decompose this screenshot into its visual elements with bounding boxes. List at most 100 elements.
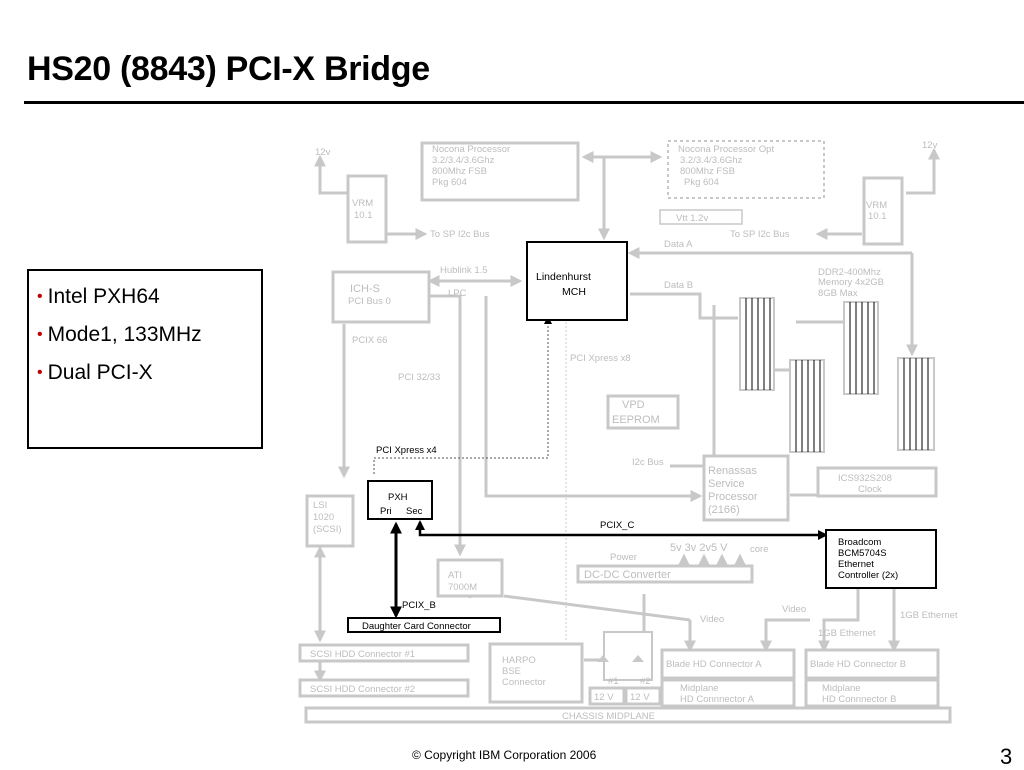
svg-text:ICS932S208: ICS932S208 (838, 473, 892, 484)
svg-text:PCI Bus 0: PCI Bus 0 (348, 296, 391, 307)
midplane-hd-connector-b: Midplane HD Connnector B (804, 678, 940, 708)
svg-text:VRM: VRM (866, 200, 887, 211)
pcie-x4-label: PCI Xpress x4 (376, 445, 437, 456)
lpc-label: LPC (448, 288, 467, 299)
slide-title: HS20 (8843) PCI-X Bridge (27, 50, 430, 88)
vtt-box: Vtt 1.2v (659, 209, 743, 225)
svg-text:Broadcom: Broadcom (838, 537, 881, 548)
svg-text:(2166): (2166) (708, 504, 740, 516)
i2c-bus-label: I2c Bus (632, 457, 664, 468)
svg-text:Processor: Processor (708, 491, 758, 503)
pcix-b-label: PCIX_B (402, 600, 436, 611)
svg-text:SCSI HDD Connector #1: SCSI HDD Connector #1 (310, 649, 415, 660)
scsi-hdd-connector-1: SCSI HDD Connector #1 (298, 643, 470, 663)
bullet-item: •Intel PXH64 (37, 285, 160, 308)
bullet-item: •Dual PCI-X (37, 361, 153, 384)
svg-text:Renassas: Renassas (708, 465, 757, 477)
svg-text:DC-DC Converter: DC-DC Converter (584, 569, 671, 581)
blade-hd-connector-a: Blade HD Connector A (660, 648, 796, 680)
svg-text:BCM5704S: BCM5704S (838, 548, 887, 559)
svg-text:3.2/3.4/3.6Ghz: 3.2/3.4/3.6Ghz (680, 155, 743, 166)
lindenhurst-mch-box: Lindenhurst MCH (526, 241, 628, 321)
blade-hd-connector-b: Blade HD Connector B (804, 648, 940, 680)
svg-text:Ethernet: Ethernet (838, 559, 874, 570)
title-underline (24, 101, 1024, 104)
gb-ethernet-label: 1GB Ethernet (818, 628, 876, 639)
ich-s-box: ICH-S PCI Bus 0 (331, 270, 431, 324)
svg-text:HD Connnector A: HD Connnector A (680, 694, 755, 705)
svg-text:Connector: Connector (502, 677, 546, 688)
pcix66-label: PCIX 66 (352, 335, 387, 346)
dc-dc-converter-box: DC-DC Converter (576, 564, 754, 584)
vrm-right: VRM 10.1 (862, 176, 904, 246)
ati-7000m-box: ATI 7000M (436, 558, 504, 598)
pcix-c-label: PCIX_C (600, 520, 634, 531)
power-connectors: #1 #2 12 V 12 V (588, 631, 662, 706)
ics-clock-box: ICS932S208 Clock (816, 466, 938, 498)
pcix-c-bus (415, 520, 828, 540)
pcie-x8-label: PCI Xpress x8 (570, 353, 631, 364)
svg-text:Nocona Processor Opt: Nocona Processor Opt (678, 144, 774, 155)
svg-text:Blade HD Connector A: Blade HD Connector A (666, 659, 762, 670)
lsi-scsi-box: LSI 1020 (SCSI) (305, 494, 355, 548)
svg-text:Midplane: Midplane (822, 683, 861, 694)
chassis-midplane: CHASSIS MIDPLANE (304, 706, 952, 724)
video-label: Video (700, 614, 724, 625)
svg-text:12 V: 12 V (594, 692, 614, 703)
svg-text:800Mhz FSB: 800Mhz FSB (680, 166, 735, 177)
dimm-slot (789, 359, 825, 453)
svg-text:Pkg 604: Pkg 604 (684, 177, 719, 188)
ddr-label: DDR2-400Mhz (818, 267, 881, 278)
dimm-slot (739, 297, 775, 391)
dimm-slot (897, 357, 935, 451)
pci3233-label: PCI 32/33 (398, 372, 440, 383)
svg-text:EEPROM: EEPROM (612, 414, 660, 426)
svg-text:HD Connnector B: HD Connnector B (822, 694, 896, 705)
svg-text:Daughter Card Connector: Daughter Card Connector (362, 621, 471, 632)
svg-text:10.1: 10.1 (868, 211, 887, 222)
hublink-label: Hublink 1.5 (440, 265, 488, 276)
to-sp-label: To SP I2c Bus (730, 229, 790, 240)
svg-text:#2: #2 (640, 676, 651, 687)
svg-text:3.2/3.4/3.6Ghz: 3.2/3.4/3.6Ghz (432, 155, 495, 166)
bullet-box: •Intel PXH64 •Mode1, 133MHz •Dual PCI-X (27, 269, 263, 449)
pxh-box: PXH Pri Sec (367, 480, 433, 520)
svg-text:Pri: Pri (380, 506, 392, 517)
power-label: Power (610, 552, 637, 563)
svg-text:(SCSI): (SCSI) (313, 524, 342, 535)
svg-text:Service: Service (708, 478, 745, 490)
dimm-slot (843, 301, 879, 395)
data-a-label: Data A (664, 239, 693, 250)
harpo-bse-connector: HARPO BSE Connector (488, 642, 584, 704)
gb-ethernet-label: 1GB Ethernet (900, 610, 958, 621)
to-sp-label: To SP I2c Bus (430, 229, 490, 240)
vrm-left: VRM 10.1 (346, 174, 388, 244)
svg-text:Vtt 1.2v: Vtt 1.2v (676, 213, 708, 224)
nocona-processor-opt: Nocona Processor Opt 3.2/3.4/3.6Ghz 800M… (667, 140, 825, 199)
svg-text:800Mhz FSB: 800Mhz FSB (432, 166, 487, 177)
svg-text:1020: 1020 (313, 512, 334, 523)
svg-text:LSI: LSI (313, 500, 327, 511)
nocona-processor-1: Nocona Processor 3.2/3.4/3.6Ghz 800Mhz F… (420, 141, 580, 202)
svg-text:Nocona Processor: Nocona Processor (432, 144, 510, 155)
svg-text:VRM: VRM (352, 198, 373, 209)
pcie-x4-dotted-line (373, 318, 549, 476)
daughter-card-connector: Daughter Card Connector (347, 617, 501, 633)
svg-text:#1: #1 (608, 676, 619, 687)
v12-label: 12v (922, 140, 938, 151)
copyright-footer: © Copyright IBM Corporation 2006 (412, 748, 597, 762)
svg-text:Midplane: Midplane (680, 683, 719, 694)
svg-text:Sec: Sec (406, 506, 423, 517)
svg-text:12 V: 12 V (630, 692, 650, 703)
svg-text:CHASSIS MIDPLANE: CHASSIS MIDPLANE (562, 711, 655, 722)
svg-text:ICH-S: ICH-S (350, 283, 380, 295)
data-b-label: Data B (664, 280, 693, 291)
svg-text:Blade HD Connector B: Blade HD Connector B (810, 659, 906, 670)
inactive-connections (314, 147, 940, 683)
svg-text:Controller (2x): Controller (2x) (838, 570, 898, 581)
v12-label: 12v (315, 147, 331, 158)
bullet-item: •Mode1, 133MHz (37, 323, 202, 346)
svg-text:BSE: BSE (502, 666, 521, 677)
video-label: Video (782, 604, 806, 615)
